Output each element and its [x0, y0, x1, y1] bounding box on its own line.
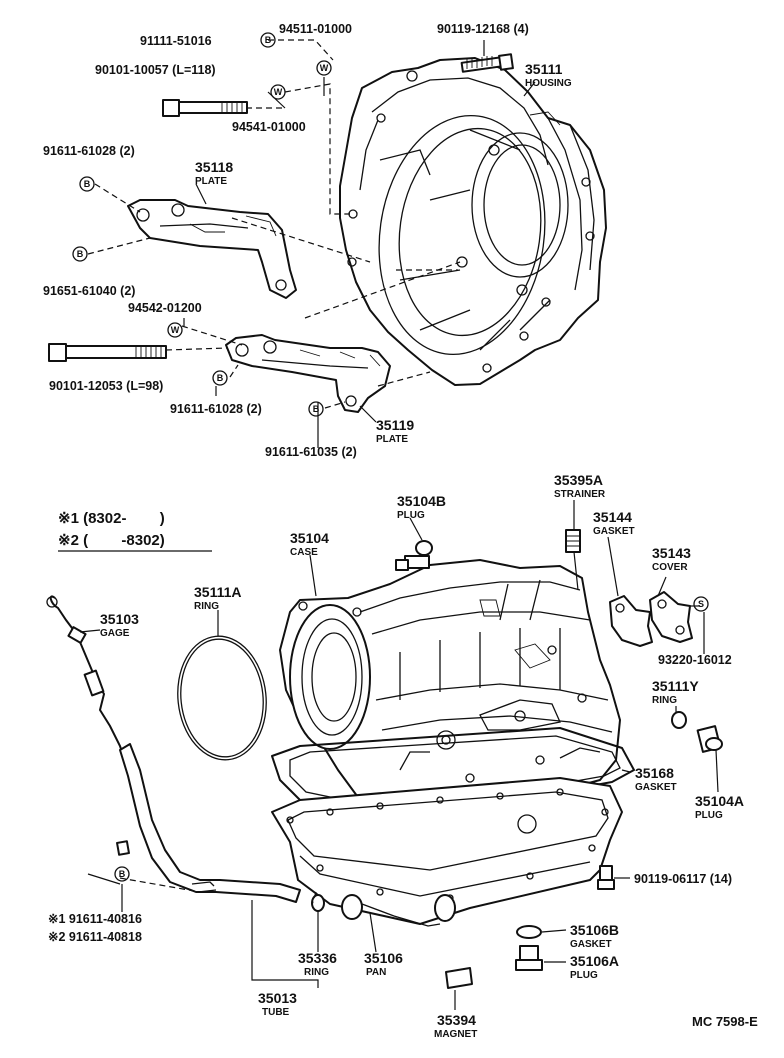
- dipstick-gage-and-tube: [46, 595, 441, 927]
- cover-35143-and-gasket: [609, 591, 693, 647]
- transmission-case: [279, 559, 621, 813]
- label-plug-a-num: 35104A: [695, 793, 744, 809]
- pn-94542-01200: 94542-01200: [128, 301, 202, 315]
- housing-bolt: [460, 53, 514, 73]
- pn-91611-61028-b: 91611-61028 (2): [170, 402, 262, 416]
- transmission-housing: [339, 57, 607, 386]
- label-ring-y-name: RING: [652, 695, 677, 706]
- plug-35104A: [696, 725, 723, 753]
- note-series-2: ※2 ( -8302): [58, 532, 165, 549]
- pn-91611-40816: ※1 91611-40816: [48, 912, 142, 926]
- plate-35118: [127, 199, 297, 299]
- pn-93220-16012: 93220-16012: [658, 653, 732, 667]
- symbol-b: B: [265, 35, 272, 45]
- pn-94541-01000: 94541-01000: [232, 120, 306, 134]
- label-cover-num: 35143: [652, 545, 691, 561]
- label-cover-name: COVER: [652, 562, 688, 573]
- symbol-b: B: [313, 404, 320, 414]
- magnet-35394: [445, 967, 473, 989]
- pn-91611-61035: 91611-61035 (2): [265, 445, 357, 459]
- long-bolt-98: [48, 343, 167, 362]
- label-ring-y-num: 35111Y: [652, 678, 699, 694]
- label-plate2-name: PLATE: [376, 434, 408, 445]
- symbol-w: W: [320, 63, 329, 73]
- label-plug-a-name: PLUG: [695, 810, 723, 821]
- label-pan-num: 35106: [364, 950, 403, 966]
- ring-35111A: [177, 635, 267, 761]
- long-bolt-118: [162, 99, 248, 117]
- drawing-reference: MC 7598-E: [692, 1014, 758, 1029]
- label-ring-336-name: RING: [304, 967, 329, 978]
- label-gasket-144-name: GASKET: [593, 526, 635, 537]
- pn-91111-51016: 91111-51016: [140, 34, 212, 48]
- label-tube-name: TUBE: [262, 1007, 290, 1018]
- pan-bolt: [597, 865, 615, 890]
- pn-91611-61028-a: 91611-61028 (2): [43, 144, 135, 158]
- ring-35111Y: [671, 711, 687, 729]
- symbol-markers: B W W B B W B B S B: [72, 32, 709, 882]
- symbol-b: B: [119, 869, 126, 879]
- label-plug-b-num: 35104B: [397, 493, 446, 509]
- drain-plug-35106A: [515, 945, 543, 971]
- symbol-w: W: [274, 87, 283, 97]
- strainer-35395A: [565, 529, 581, 553]
- label-plug-b-name: PLUG: [397, 510, 425, 521]
- label-ring-336-num: 35336: [298, 950, 337, 966]
- plate-35119: [225, 334, 391, 413]
- label-plate1-num: 35118: [195, 159, 233, 175]
- label-tube-num: 35013: [258, 990, 297, 1006]
- label-gasket-168-name: GASKET: [635, 782, 677, 793]
- gasket-35168: [271, 727, 635, 821]
- label-strainer-num: 35395A: [554, 472, 603, 488]
- label-gasket-106b-num: 35106B: [570, 922, 619, 938]
- pn-90119-12168: 90119-12168 (4): [437, 22, 529, 36]
- label-ring-a-num: 35111A: [194, 584, 242, 600]
- label-housing-num: 35111: [525, 61, 563, 77]
- label-case-name: CASE: [290, 547, 318, 558]
- symbol-w: W: [171, 325, 180, 335]
- symbol-b: B: [217, 373, 224, 383]
- symbol-b: B: [77, 249, 84, 259]
- label-plate1-name: PLATE: [195, 176, 227, 187]
- label-gasket-168-num: 35168: [635, 765, 674, 781]
- pn-94511-01000: 94511-01000: [279, 22, 352, 36]
- plug-35104B: [395, 540, 433, 571]
- label-housing-name: HOUSING: [525, 78, 572, 89]
- label-magnet-num: 35394: [437, 1012, 476, 1028]
- label-plate2-num: 35119: [376, 417, 414, 433]
- symbol-s: S: [698, 599, 704, 609]
- label-pan-name: PAN: [366, 967, 386, 978]
- pn-90119-06117: 90119-06117 (14): [634, 872, 732, 886]
- oil-pan: [271, 777, 623, 925]
- label-case-num: 35104: [290, 530, 329, 546]
- pn-91611-40818: ※2 91611-40818: [48, 930, 142, 944]
- label-magnet-name: MAGNET: [434, 1029, 477, 1040]
- label-plug-106a-num: 35106A: [570, 953, 619, 969]
- symbol-b: B: [84, 179, 91, 189]
- gasket-35106B: [516, 925, 542, 939]
- pn-90101-10057: 90101-10057 (L=118): [95, 63, 216, 77]
- label-ring-a-name: RING: [194, 601, 219, 612]
- label-plug-106a-name: PLUG: [570, 970, 598, 981]
- pn-91651-61040: 91651-61040 (2): [43, 284, 135, 298]
- label-gage-num: 35103: [100, 611, 139, 627]
- label-gasket-106b-name: GASKET: [570, 939, 612, 950]
- label-gasket-144-num: 35144: [593, 509, 632, 525]
- note-series-1: ※1 (8302- ): [58, 510, 165, 527]
- label-gage-name: GAGE: [100, 628, 130, 639]
- pn-90101-12053: 90101-12053 (L=98): [49, 379, 163, 393]
- label-strainer-name: STRAINER: [554, 489, 606, 500]
